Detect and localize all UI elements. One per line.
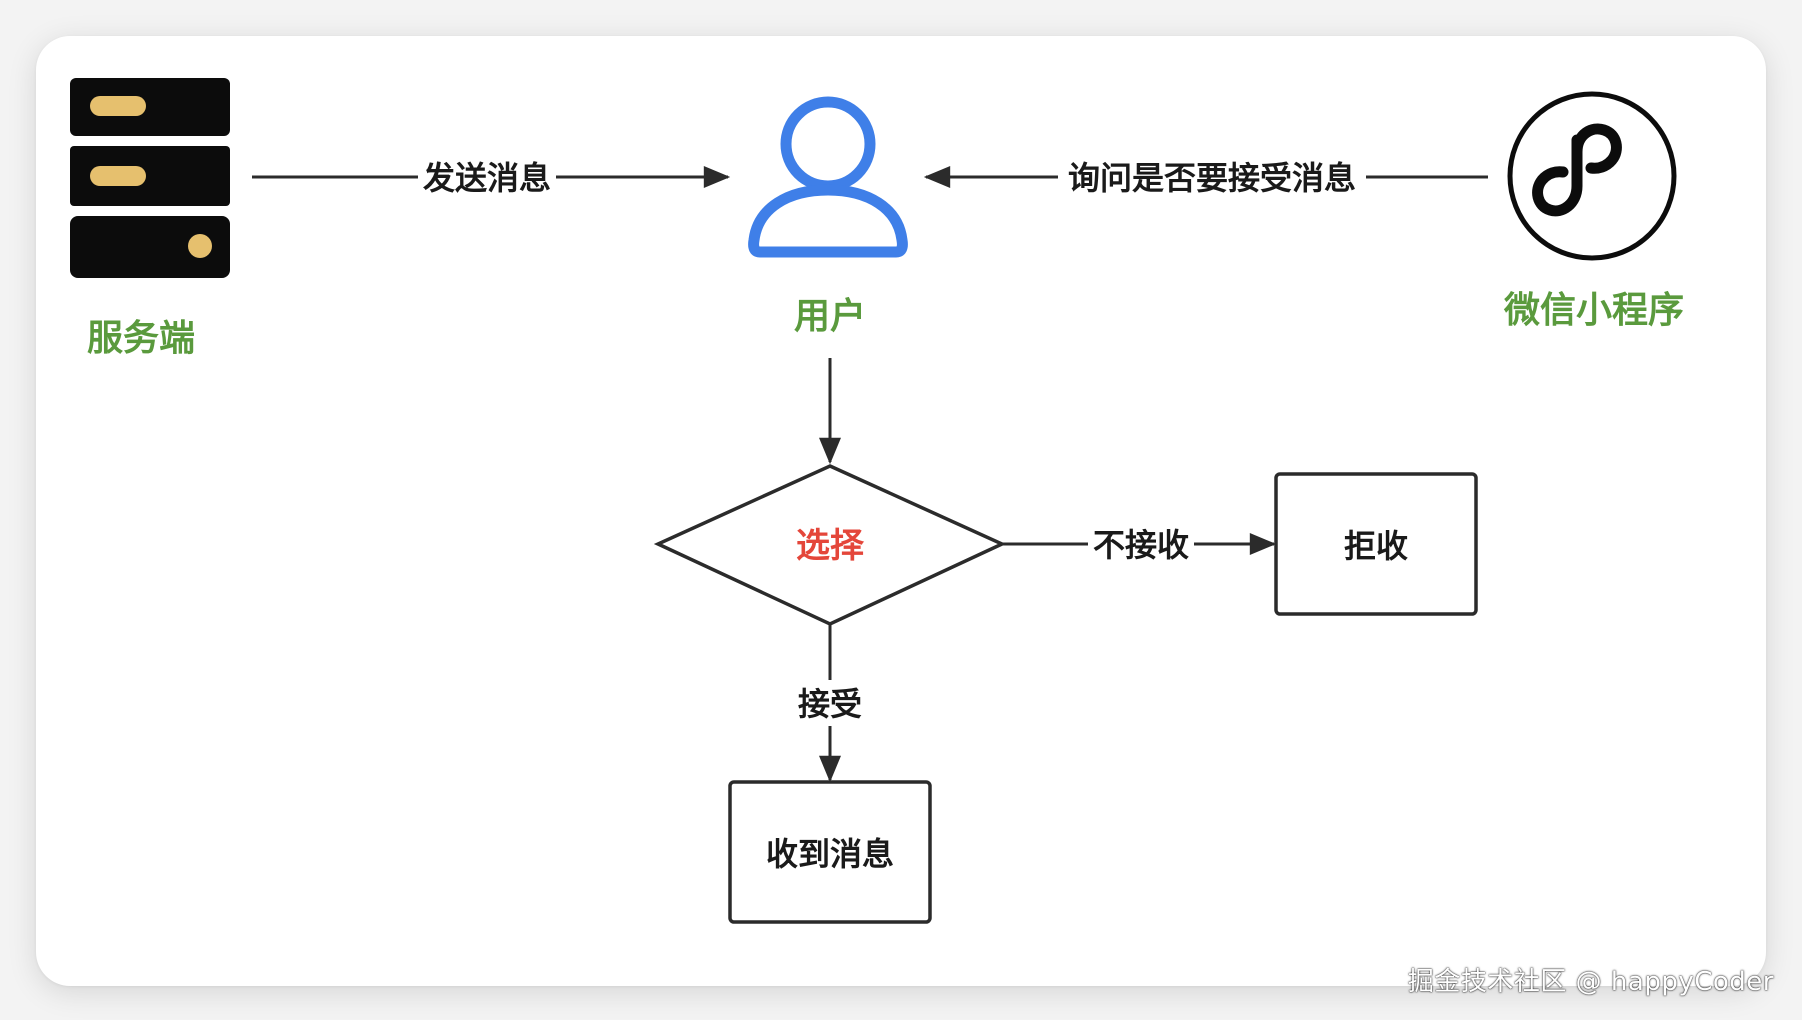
choice-diamond: 选择: [653, 464, 1007, 626]
user-icon-head: [780, 96, 876, 192]
user-icon-body: [748, 184, 908, 258]
receive-box: 收到消息: [728, 780, 932, 924]
server-icon: [70, 78, 230, 278]
miniprogram-icon-ring: [1507, 91, 1677, 261]
server-rack-3: [70, 216, 230, 278]
watermark: 掘金技术社区 @ happyCoder: [1407, 967, 1774, 997]
server-rack-1: [70, 78, 230, 136]
edge-ask-accept: 询问是否要接受消息: [923, 159, 1488, 197]
edge-ask-accept-label: 询问是否要接受消息: [1068, 159, 1356, 197]
miniprogram-label: 微信小程序: [1503, 290, 1684, 331]
server-rack-2: [70, 146, 230, 206]
server-led-bar-1: [90, 96, 146, 116]
reject-label: 拒收: [1344, 527, 1408, 565]
receive-box-shape: [728, 780, 932, 924]
edge-not-accept: 不接收: [1002, 526, 1277, 564]
reject-box-shape: [1274, 472, 1478, 616]
edge-send-message: 发送消息: [252, 159, 731, 197]
wechat-miniprogram-icon: [1507, 91, 1677, 261]
choice-label: 选择: [796, 526, 865, 566]
server-led-bar-2: [90, 166, 146, 186]
user-label: 用户: [794, 296, 866, 337]
miniprogram-icon-glyph: [1532, 123, 1622, 217]
user-icon: [748, 96, 908, 258]
server-led-dot: [188, 234, 212, 258]
edge-accept-label: 接受: [798, 685, 862, 723]
edge-not-accept-label: 不接收: [1093, 526, 1189, 564]
edge-send-message-label: 发送消息: [423, 159, 551, 197]
reject-box: 拒收: [1274, 472, 1478, 616]
edge-accept: 接受: [798, 624, 862, 783]
server-label: 服务端: [87, 318, 195, 359]
receive-label: 收到消息: [766, 835, 894, 873]
